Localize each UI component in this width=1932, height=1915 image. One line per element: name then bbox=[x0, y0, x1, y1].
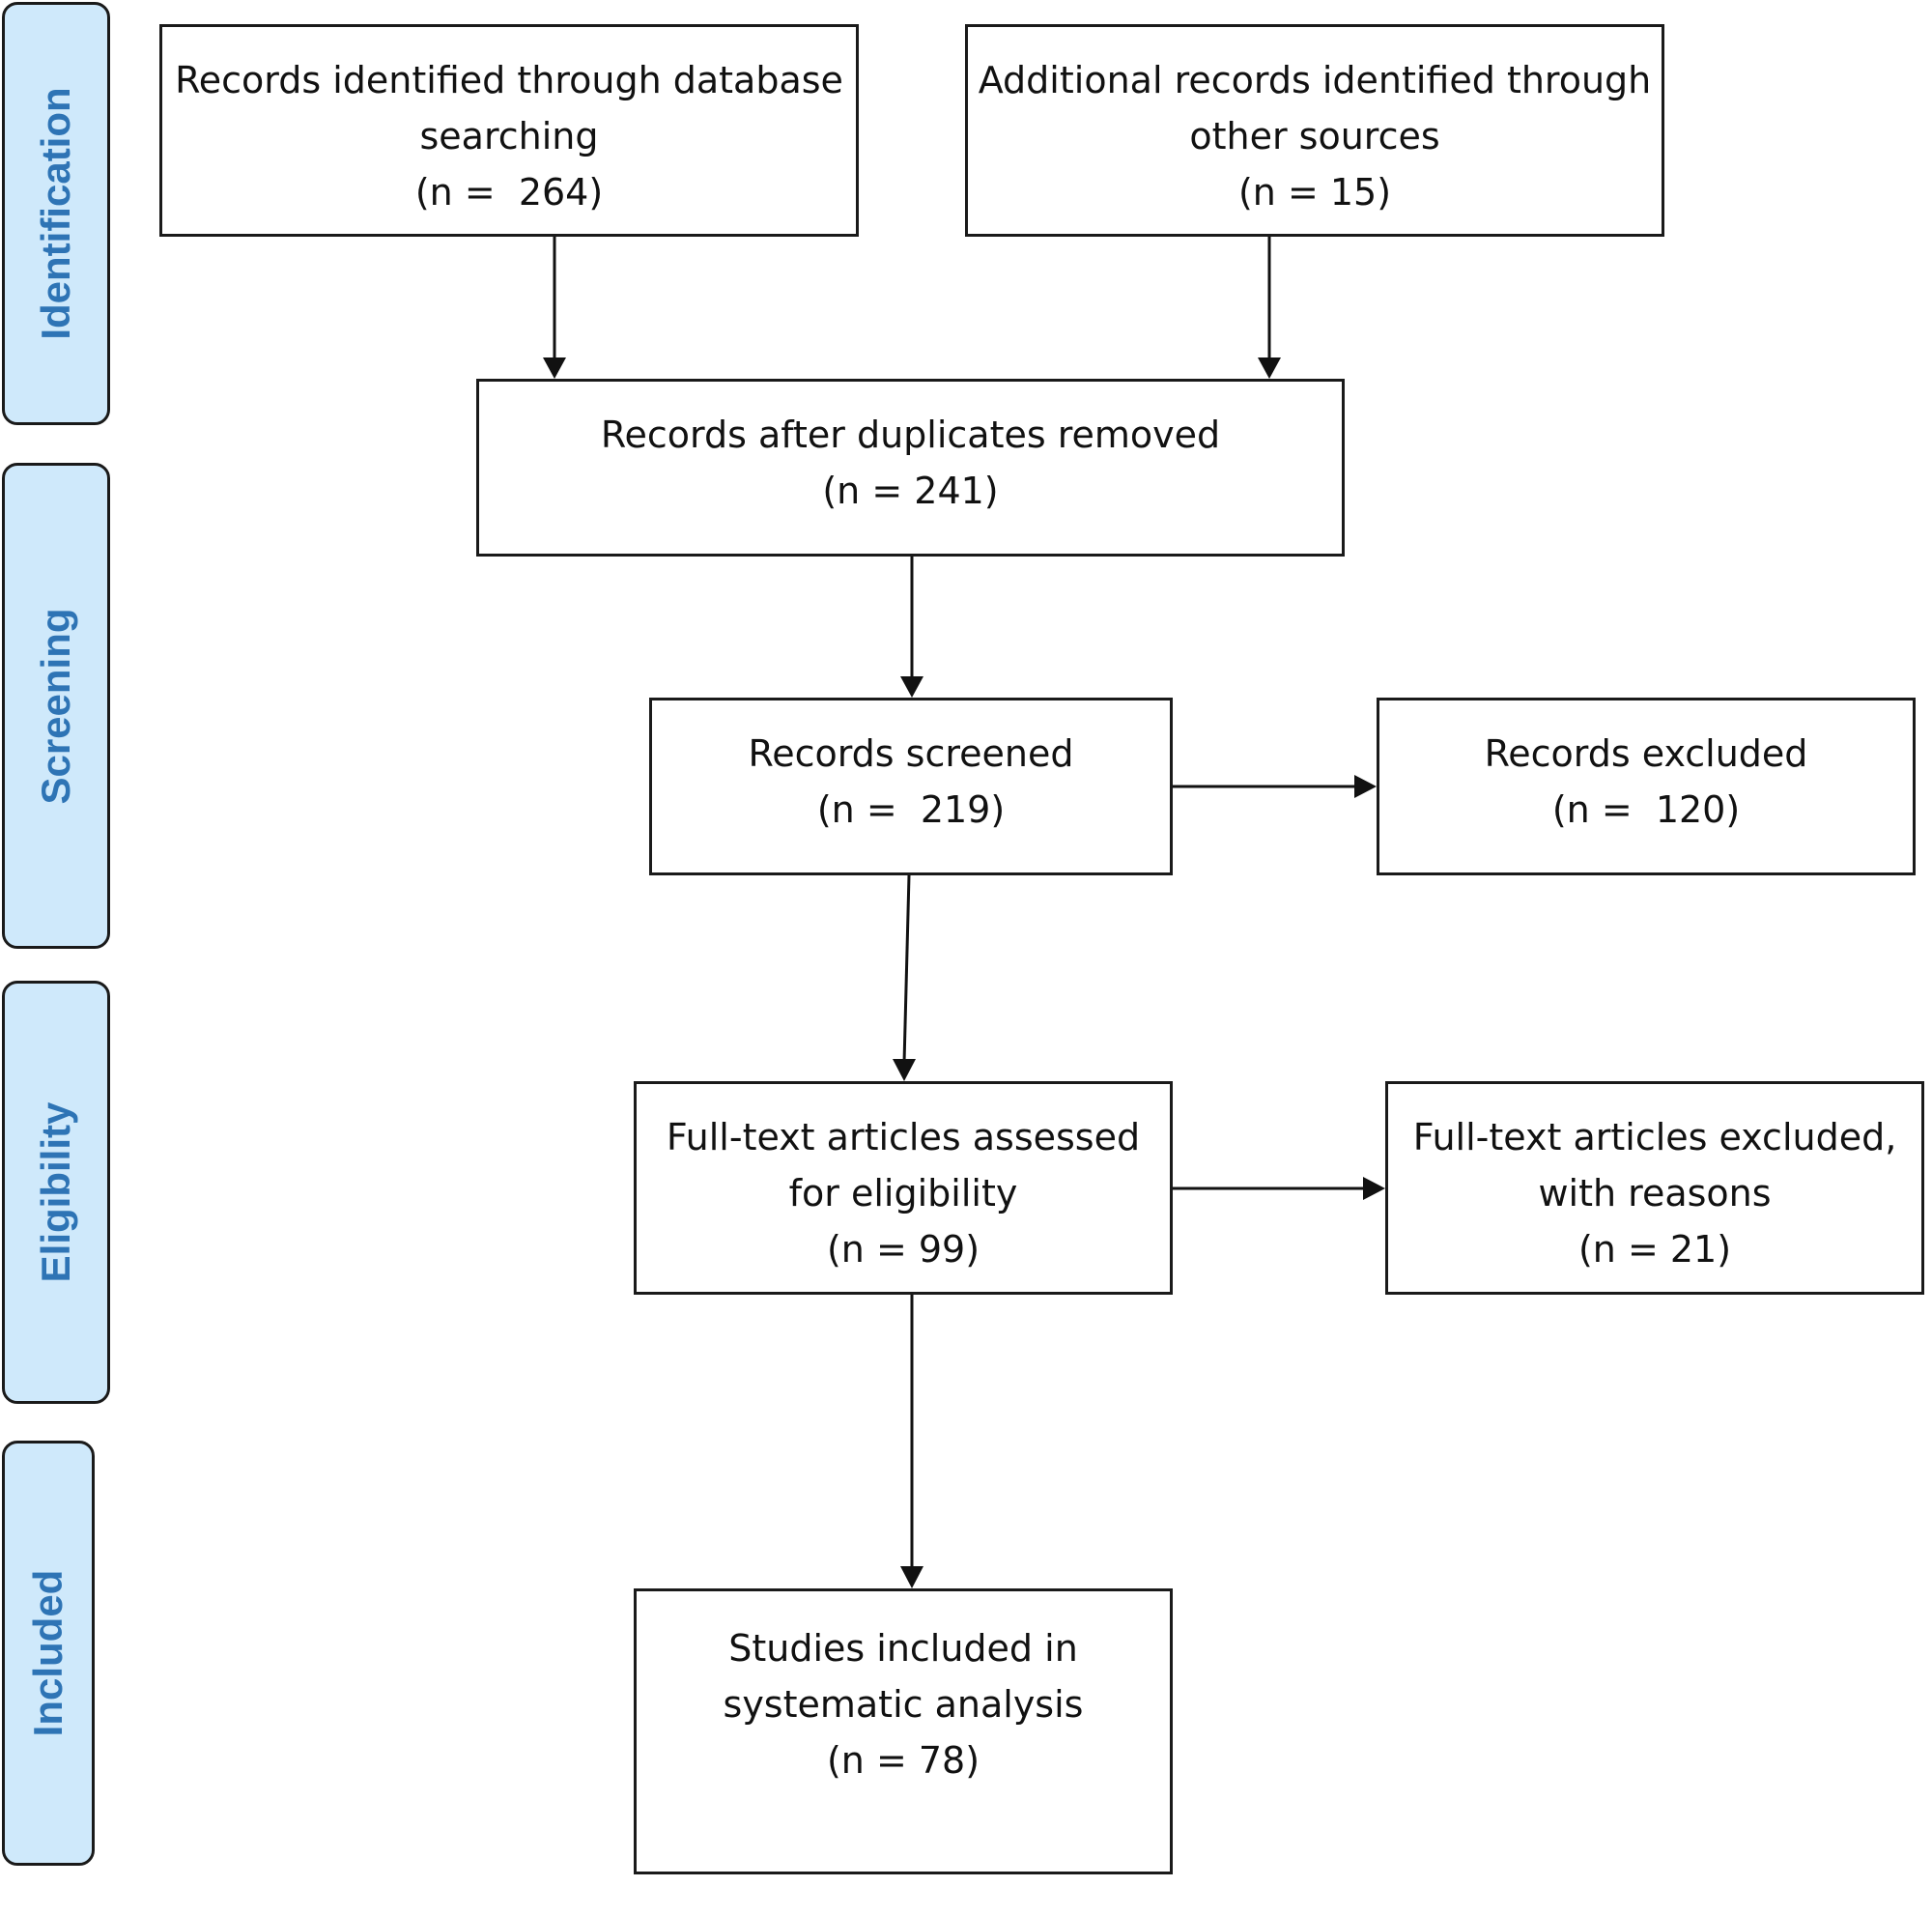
box-fulltext-excluded-line1: Full-text articles excluded, bbox=[1412, 1116, 1897, 1158]
box-fulltext-excluded: Full-text articles excluded, with reason… bbox=[1385, 1081, 1924, 1295]
box-screened-line1: Records screened bbox=[748, 732, 1074, 775]
box-included-count: (n = 78) bbox=[826, 1739, 980, 1782]
box-database-line1: Records identified through database bbox=[175, 59, 843, 101]
box-other-sources-line2: other sources bbox=[1189, 115, 1440, 157]
box-fulltext-assessed-line2: for eligibility bbox=[788, 1172, 1018, 1215]
box-duplicates-line1: Records after duplicates removed bbox=[600, 414, 1221, 456]
phase-included: Included bbox=[2, 1441, 95, 1866]
arrow-screened-to-fulltext bbox=[902, 874, 911, 1064]
arrowhead-fulltext-excluded bbox=[1363, 1177, 1385, 1200]
box-records-excluded: Records excluded (n = 120) bbox=[1377, 698, 1916, 875]
arrowhead-excluded bbox=[1354, 775, 1377, 798]
box-studies-included: Studies included in systematic analysis … bbox=[634, 1588, 1173, 1874]
arrowhead-other bbox=[1258, 357, 1281, 379]
box-records-screened: Records screened (n = 219) bbox=[649, 698, 1173, 875]
box-other-sources-line1: Additional records identified through bbox=[978, 59, 1652, 101]
arrowhead-fulltext bbox=[893, 1059, 916, 1081]
box-fulltext-assessed-count: (n = 99) bbox=[826, 1228, 980, 1271]
phase-eligibility: Eligibility bbox=[2, 981, 110, 1404]
box-included-line1: Studies included in bbox=[728, 1627, 1078, 1670]
phase-screening: Screening bbox=[2, 463, 110, 949]
box-other-sources: Additional records identified through ot… bbox=[965, 24, 1664, 237]
box-database-line2: searching bbox=[419, 115, 599, 157]
box-fulltext-assessed-line1: Full-text articles assessed bbox=[666, 1116, 1141, 1158]
box-excluded-line1: Records excluded bbox=[1484, 732, 1808, 775]
arrowhead-database bbox=[543, 357, 566, 379]
arrowhead-included bbox=[900, 1566, 923, 1588]
box-database-count: (n = 264) bbox=[414, 171, 604, 214]
arrowhead-screened bbox=[900, 676, 923, 698]
box-excluded-count: (n = 120) bbox=[1551, 788, 1741, 831]
box-fulltext-assessed: Full-text articles assessed for eligibil… bbox=[634, 1081, 1173, 1295]
box-included-line2: systematic analysis bbox=[723, 1683, 1084, 1726]
box-fulltext-excluded-count: (n = 21) bbox=[1577, 1228, 1732, 1271]
box-screened-count: (n = 219) bbox=[816, 788, 1006, 831]
box-duplicates-removed: Records after duplicates removed (n = 24… bbox=[476, 379, 1345, 557]
phase-identification: Identification bbox=[2, 2, 110, 425]
box-duplicates-count: (n = 241) bbox=[822, 470, 999, 512]
box-other-sources-count: (n = 15) bbox=[1237, 171, 1392, 214]
box-fulltext-excluded-line2: with reasons bbox=[1538, 1172, 1772, 1215]
box-database-records: Records identified through database sear… bbox=[159, 24, 859, 237]
